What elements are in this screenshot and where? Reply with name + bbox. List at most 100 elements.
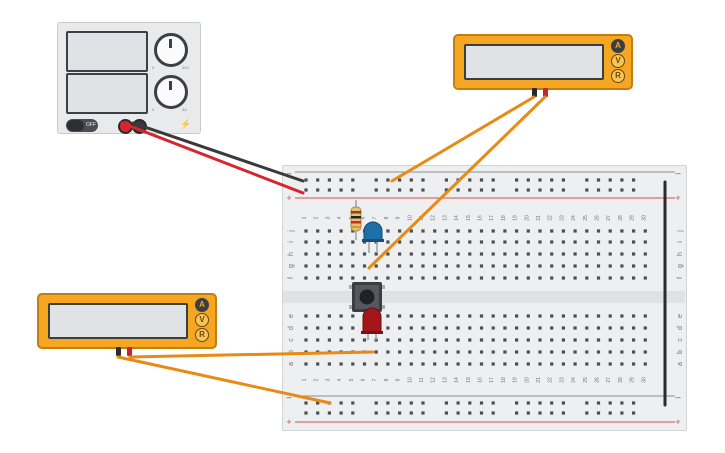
- rail-hole[interactable]: [351, 401, 355, 405]
- rail-hole[interactable]: [561, 411, 565, 415]
- terminal-hole[interactable]: [620, 229, 624, 233]
- terminal-hole[interactable]: [608, 264, 612, 268]
- terminal-hole[interactable]: [362, 338, 367, 342]
- rail-hole[interactable]: [327, 178, 331, 182]
- terminal-hole[interactable]: [362, 264, 367, 268]
- rail-hole[interactable]: [538, 188, 542, 192]
- terminal-hole[interactable]: [643, 252, 647, 256]
- terminal-hole[interactable]: [596, 240, 601, 244]
- terminal-hole[interactable]: [643, 276, 647, 280]
- terminal-hole[interactable]: [479, 338, 484, 342]
- terminal-hole[interactable]: [503, 338, 507, 342]
- terminal-hole[interactable]: [491, 240, 495, 244]
- terminal-hole[interactable]: [561, 314, 565, 318]
- terminal-hole[interactable]: [596, 276, 601, 280]
- terminal-hole[interactable]: [538, 264, 542, 268]
- rail-hole[interactable]: [468, 178, 472, 182]
- rail-hole[interactable]: [398, 401, 402, 405]
- rail-hole[interactable]: [608, 411, 612, 415]
- terminal-hole[interactable]: [409, 252, 413, 256]
- terminal-hole[interactable]: [503, 240, 507, 244]
- terminal-hole[interactable]: [421, 276, 425, 280]
- terminal-hole[interactable]: [620, 252, 624, 256]
- terminal-hole[interactable]: [351, 240, 355, 244]
- terminal-hole[interactable]: [304, 264, 308, 268]
- terminal-hole[interactable]: [608, 314, 612, 318]
- terminal-hole[interactable]: [479, 276, 484, 280]
- terminal-hole[interactable]: [503, 264, 507, 268]
- terminal-hole[interactable]: [515, 276, 519, 280]
- terminal-hole[interactable]: [503, 314, 507, 318]
- terminal-hole[interactable]: [491, 276, 495, 280]
- terminal-hole[interactable]: [327, 229, 331, 233]
- terminal-hole[interactable]: [479, 326, 484, 330]
- rail-hole[interactable]: [620, 411, 624, 415]
- rail-hole[interactable]: [374, 188, 378, 192]
- probe-black-top[interactable]: [532, 88, 537, 97]
- terminal-hole[interactable]: [550, 276, 554, 280]
- terminal-hole[interactable]: [620, 326, 624, 330]
- rail-hole[interactable]: [515, 411, 519, 415]
- terminal-hole[interactable]: [456, 338, 460, 342]
- terminal-hole[interactable]: [526, 326, 530, 330]
- terminal-hole[interactable]: [573, 314, 577, 318]
- terminal-hole[interactable]: [374, 264, 378, 268]
- terminal-hole[interactable]: [456, 240, 460, 244]
- rail-hole[interactable]: [479, 411, 484, 415]
- terminal-hole[interactable]: [573, 326, 577, 330]
- terminal-hole[interactable]: [421, 240, 425, 244]
- multimeter-bottom-button-a[interactable]: A: [195, 298, 209, 312]
- terminal-hole[interactable]: [538, 276, 542, 280]
- terminal-hole[interactable]: [561, 338, 565, 342]
- terminal-hole[interactable]: [339, 362, 343, 366]
- terminal-hole[interactable]: [444, 326, 448, 330]
- terminal-hole[interactable]: [620, 264, 624, 268]
- rail-hole[interactable]: [526, 178, 530, 182]
- resistor[interactable]: [350, 200, 362, 240]
- wire-red[interactable]: [120, 121, 305, 195]
- terminal-hole[interactable]: [398, 276, 402, 280]
- rail-hole[interactable]: [386, 178, 390, 182]
- terminal-hole[interactable]: [362, 276, 367, 280]
- terminal-hole[interactable]: [351, 264, 355, 268]
- terminal-hole[interactable]: [409, 229, 413, 233]
- terminal-hole[interactable]: [304, 338, 308, 342]
- rail-hole[interactable]: [304, 411, 308, 415]
- terminal-hole[interactable]: [479, 350, 484, 354]
- terminal-hole[interactable]: [550, 240, 554, 244]
- rail-hole[interactable]: [409, 178, 413, 182]
- terminal-hole[interactable]: [444, 350, 448, 354]
- rail-hole[interactable]: [632, 188, 636, 192]
- terminal-hole[interactable]: [362, 252, 367, 256]
- terminal-hole[interactable]: [316, 326, 320, 330]
- rail-hole[interactable]: [421, 411, 425, 415]
- terminal-hole[interactable]: [374, 276, 378, 280]
- rail-hole[interactable]: [515, 401, 519, 405]
- terminal-hole[interactable]: [573, 362, 577, 366]
- rail-hole[interactable]: [304, 188, 308, 192]
- terminal-hole[interactable]: [596, 338, 601, 342]
- terminal-hole[interactable]: [433, 350, 437, 354]
- terminal-hole[interactable]: [479, 264, 484, 268]
- wires[interactable]: [116, 95, 667, 407]
- rail-hole[interactable]: [456, 188, 460, 192]
- terminal-hole[interactable]: [573, 276, 577, 280]
- terminal-hole[interactable]: [316, 240, 320, 244]
- terminal-hole[interactable]: [526, 362, 530, 366]
- terminal-hole[interactable]: [316, 314, 320, 318]
- terminal-hole[interactable]: [561, 276, 565, 280]
- terminal-hole[interactable]: [409, 338, 413, 342]
- terminal-hole[interactable]: [386, 362, 390, 366]
- rail-hole[interactable]: [386, 401, 390, 405]
- rail-hole[interactable]: [550, 178, 554, 182]
- terminal-hole[interactable]: [468, 240, 472, 244]
- rail-hole[interactable]: [491, 188, 495, 192]
- terminal-hole[interactable]: [632, 240, 636, 244]
- rail-hole[interactable]: [316, 188, 320, 192]
- terminal-hole[interactable]: [596, 326, 601, 330]
- terminal-hole[interactable]: [538, 252, 542, 256]
- terminal-hole[interactable]: [526, 229, 530, 233]
- rail-hole[interactable]: [398, 188, 402, 192]
- rail-hole[interactable]: [585, 401, 589, 405]
- rail-hole[interactable]: [479, 178, 484, 182]
